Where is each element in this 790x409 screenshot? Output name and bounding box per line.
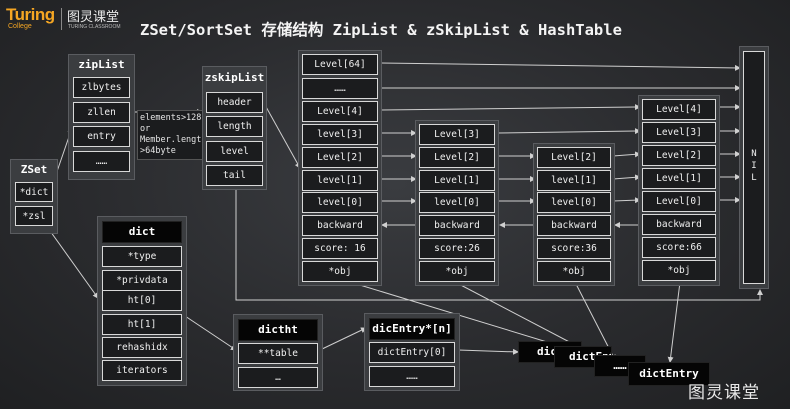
node1-level1: level[1] — [302, 170, 378, 191]
dict-struct: dict *type *privdata ht[0] ht[1] rehashi… — [97, 216, 187, 386]
ziplist-head: zipList — [78, 58, 125, 71]
note-line: >64byte — [140, 146, 176, 156]
node1-obj: *obj — [302, 261, 378, 282]
node3-level1: level[1] — [537, 170, 611, 191]
watermark: 图灵课堂 — [688, 383, 760, 403]
dictentry-box: dictEntry — [628, 362, 710, 386]
dictht-head: dictht — [238, 319, 318, 341]
ziplist-field-entry: entry — [73, 126, 130, 147]
node2-level0: level[0] — [419, 192, 495, 213]
logo-en: TURING CLASSROOM — [68, 24, 121, 30]
node3-score: score:36 — [537, 238, 611, 259]
logo-cn: 图灵课堂 — [67, 10, 120, 25]
node4-level4: Level[4] — [642, 99, 716, 120]
dictentry-array: dicEntry*[n] dictEntry[0] …… — [364, 313, 460, 391]
arrow-level0-c — [612, 197, 641, 204]
dict-field-type: *type — [102, 246, 182, 267]
ziplist-field-zllen: zllen — [73, 102, 130, 123]
logo-sub: College — [8, 23, 32, 30]
skip-node-2: Level[3] Level[2] Level[1] level[0] back… — [415, 120, 499, 286]
zset-field-zsl: *zsl — [15, 206, 53, 226]
zskiplist-field-tail: tail — [206, 165, 263, 186]
dict-field-iterators: iterators — [102, 360, 182, 381]
ziplist-struct: zipList zlbytes zllen entry …… — [68, 54, 135, 180]
arrow-header-node — [264, 104, 301, 169]
nil-letter: N — [751, 149, 757, 159]
zskiplist-field-length: length — [206, 116, 263, 137]
node2-level2: Level[2] — [419, 147, 495, 168]
logo-divider — [61, 8, 62, 30]
node1-level0: level[0] — [302, 192, 378, 213]
dictentry-array-ellipsis: …… — [369, 366, 455, 387]
logo-brand: Turing — [6, 5, 55, 24]
arrow-obj-1 — [349, 281, 581, 354]
logo: Turing College 图灵课堂 TURING CLASSROOM — [6, 4, 126, 34]
node3-level2: Level[2] — [537, 147, 611, 168]
note-line: Member.length — [140, 135, 207, 145]
node2-level1: Level[1] — [419, 170, 495, 191]
zskiplist-field-header: header — [206, 92, 263, 113]
ziplist-field-ellipsis: …… — [73, 151, 130, 172]
node4-level0: Level[0] — [642, 191, 716, 212]
nil-letter: L — [751, 173, 757, 183]
ziplist-field-zlbytes: zlbytes — [73, 77, 130, 98]
note-line: or — [140, 124, 151, 134]
dictht-field-table: **table — [238, 343, 318, 364]
nil-node: N I L — [739, 46, 769, 289]
skip-node-1: Level[64] …… Level[4] level[3] Level[2] … — [298, 50, 382, 286]
node1-level64: Level[64] — [302, 54, 378, 75]
node3-level0: level[0] — [537, 192, 611, 213]
node4-level3: Level[3] — [642, 122, 716, 143]
dict-field-ht1: ht[1] — [102, 314, 182, 335]
dictht-field-ellipsis: … — [238, 367, 318, 388]
arrow-level64 — [379, 62, 741, 71]
arrow-entry-dictentry — [457, 348, 519, 355]
arrow-level4 — [379, 104, 641, 111]
arrow-level3-b — [497, 128, 641, 135]
node4-backward: backward — [642, 214, 716, 235]
arrow-level2-c — [612, 151, 641, 158]
node1-level-ellipsis: …… — [302, 78, 378, 99]
node4-level1: Level[1] — [642, 168, 716, 189]
dict-field-ht0: ht[0] — [102, 290, 182, 311]
node4-obj: *obj — [642, 260, 716, 281]
node1-level3: level[3] — [302, 124, 378, 145]
node2-score: score:26 — [419, 238, 495, 259]
node1-score: score: 16 — [302, 238, 378, 259]
arrow-tail — [235, 189, 763, 301]
arrow-level1-c — [612, 174, 641, 181]
node3-backward: backward — [537, 215, 611, 236]
node2-backward: backward — [419, 215, 495, 236]
dict-head: dict — [102, 221, 182, 243]
dict-field-privdata: *privdata — [102, 270, 182, 291]
page-title: ZSet/SortSet 存储结构 ZipList & zSkipList & … — [140, 21, 622, 39]
dictentry-array-head: dicEntry*[n] — [369, 318, 455, 340]
note-line: elements>128 — [140, 113, 202, 123]
dict-field-rehashidx: rehashidx — [102, 337, 182, 358]
zset-struct: ZSet *dict *zsl — [10, 159, 58, 234]
node4-level2: Level[2] — [642, 145, 716, 166]
nil-inner: N I L — [743, 51, 765, 284]
node3-obj: *obj — [537, 261, 611, 282]
node4-score: score:66 — [642, 237, 716, 258]
node1-backward: backward — [302, 215, 378, 236]
node1-level4: Level[4] — [302, 101, 378, 122]
arrow-obj-4 — [667, 281, 681, 363]
nil-letter: I — [751, 161, 757, 171]
zset-head: ZSet — [20, 163, 48, 176]
zset-field-dict: *dict — [15, 182, 53, 202]
zskiplist-head: zskipList — [204, 71, 265, 84]
zskiplist-struct: zskipList header length level tail — [202, 66, 267, 190]
node2-level3: Level[3] — [419, 124, 495, 145]
dictht-struct: dictht **table … — [233, 314, 323, 391]
node2-obj: *obj — [419, 261, 495, 282]
dictentry-array-item0: dictEntry[0] — [369, 342, 455, 363]
skip-node-3: Level[2] level[1] level[0] backward scor… — [533, 143, 615, 286]
node1-level2: Level[2] — [302, 147, 378, 168]
zskiplist-field-level: level — [206, 141, 263, 162]
arrow-table-array — [319, 327, 367, 351]
skip-node-4: Level[4] Level[3] Level[2] Level[1] Leve… — [638, 95, 720, 286]
conversion-condition-note: elements>128 or Member.length >64byte — [137, 110, 207, 160]
